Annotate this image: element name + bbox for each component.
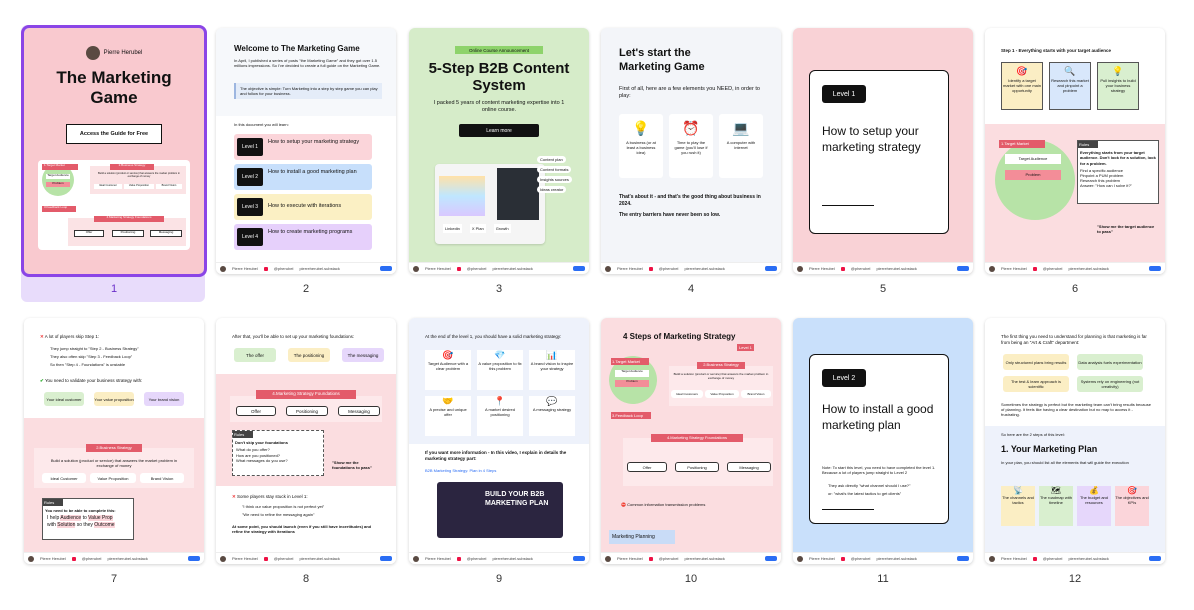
page-5[interactable]: Level 1 How to setup your marketing stra… xyxy=(793,28,973,274)
lightbulb-icon: 💡 xyxy=(632,120,650,136)
level-row: Level 3 How to execute with iterations xyxy=(234,194,372,220)
cross-icon: ✕ xyxy=(232,494,236,499)
page-title: 4 Steps of Marketing Strategy xyxy=(623,332,736,341)
learn-more-button[interactable]: Learn more xyxy=(459,124,539,137)
laptop-icon: 💻 xyxy=(732,120,750,136)
page-12[interactable]: The first thing you need to understand f… xyxy=(985,318,1165,564)
chart-icon: 📊 xyxy=(546,350,558,360)
page-7[interactable]: ✕ A lot of players skip Step 1: They jum… xyxy=(24,318,204,564)
magnifier-icon: 🔍 xyxy=(1064,66,1076,76)
page-number: 12 xyxy=(1068,573,1082,585)
level-row: Level 2 How to install a good marketing … xyxy=(234,164,372,190)
page-number: 5 xyxy=(879,283,887,295)
page-title: Let's start the Marketing Game xyxy=(619,47,705,73)
page-3[interactable]: Online Course Announcement 5-Step B2B Co… xyxy=(409,28,589,274)
page-number: 9 xyxy=(495,573,503,585)
page-4[interactable]: Let's start the Marketing Game First of … xyxy=(601,28,781,274)
access-guide-button[interactable]: Access the Guide for Free xyxy=(66,124,162,144)
lightbulb-icon: 💡 xyxy=(1112,66,1124,76)
page-6[interactable]: Step 1 - Everything starts with your tar… xyxy=(985,28,1165,274)
alarm-clock-icon: ⏰ xyxy=(682,120,700,136)
diamond-icon: 💎 xyxy=(494,350,506,360)
level-row: Level 4 How to create marketing programs xyxy=(234,224,372,250)
page-9[interactable]: At the end of the level 1, you should ha… xyxy=(409,318,589,564)
page-11[interactable]: Level 2 How to install a good marketing … xyxy=(793,318,973,564)
author-name: Pierre Herubel xyxy=(103,49,143,56)
cross-icon: ✕ xyxy=(40,334,44,339)
check-icon: ✔ xyxy=(40,378,44,383)
page-number: 7 xyxy=(110,573,118,585)
course-preview: Linkedin X Plan Growth xyxy=(435,164,545,244)
page-10[interactable]: 4 Steps of Marketing Strategy Level 1 1.… xyxy=(601,318,781,564)
target-icon: 🎯 xyxy=(442,350,454,360)
roadmap-icon: 🗺 xyxy=(1050,486,1062,495)
presenter-photo xyxy=(497,168,539,220)
level-badge: Level 2 xyxy=(822,369,866,387)
channels-icon: 📡 xyxy=(1013,486,1023,495)
page-number: 10 xyxy=(684,573,698,585)
page-number: 3 xyxy=(495,283,503,295)
pin-icon: 📍 xyxy=(494,396,506,406)
warning-icon: ⛔ xyxy=(621,502,626,507)
budget-icon: 💰 xyxy=(1089,486,1099,495)
page-number: 2 xyxy=(302,283,310,295)
page-2[interactable]: Welcome to The Marketing Game In April, … xyxy=(216,28,396,274)
video-link[interactable]: B2B Marketing Strategy: Plan in 4 Steps xyxy=(425,468,497,473)
page-title: The Marketing Game xyxy=(56,68,172,107)
handshake-icon: 🤝 xyxy=(442,396,454,406)
page-number: 11 xyxy=(877,573,889,585)
level-badge: Level 1 xyxy=(822,85,866,103)
page-number: 6 xyxy=(1071,283,1079,295)
avatar xyxy=(85,46,100,60)
arrow-right-icon xyxy=(822,205,874,206)
selection-border xyxy=(21,25,207,277)
arrow-right-icon xyxy=(822,509,874,510)
page-title: Welcome to The Marketing Game xyxy=(234,44,360,53)
level-row: Level 1 How to setup your marketing stra… xyxy=(234,134,372,160)
page-title: 5-Step B2B Content System xyxy=(428,60,570,94)
kpi-icon: 🎯 xyxy=(1127,486,1137,495)
speech-icon: 💬 xyxy=(546,396,558,406)
target-icon: 🎯 xyxy=(1016,66,1028,76)
page-number: 1 xyxy=(110,283,118,295)
video-thumbnail[interactable]: BUILD YOUR B2B MARKETING PLAN xyxy=(437,482,563,538)
page-1[interactable]: Pierre Herubel The Marketing Game Access… xyxy=(24,28,204,274)
page-number: 4 xyxy=(687,283,695,295)
section-title: 1. Your Marketing Plan xyxy=(1001,444,1098,454)
page-number: 8 xyxy=(302,573,310,585)
strategy-diagram: 1.Target Market Target Audience Problem … xyxy=(38,160,190,250)
level-title: How to install a good marketing plan xyxy=(822,402,934,432)
page-8[interactable]: After that, you'll be able to set up you… xyxy=(216,318,396,564)
announcement-tag: Online Course Announcement xyxy=(455,46,543,54)
level-title: How to setup your marketing strategy xyxy=(822,124,921,154)
